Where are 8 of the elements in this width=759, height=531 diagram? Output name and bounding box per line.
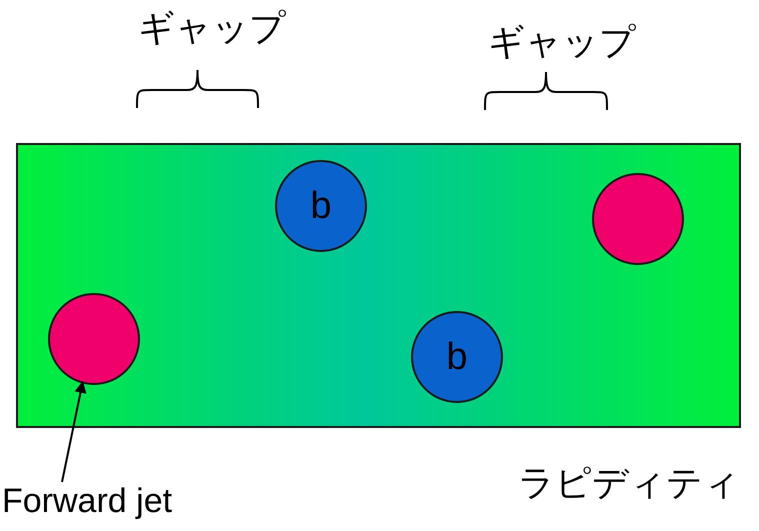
particle-circle: b xyxy=(411,311,503,403)
rapidity-region xyxy=(16,143,741,428)
leader-arrow xyxy=(61,380,86,482)
rapidity-label: ラピディティ xyxy=(518,465,740,501)
jet-label: Forward jet xyxy=(2,484,242,524)
particle-circle: b xyxy=(275,160,367,252)
gap-label: ギャップ xyxy=(138,10,286,46)
gap-label: ギャップ xyxy=(488,24,636,60)
